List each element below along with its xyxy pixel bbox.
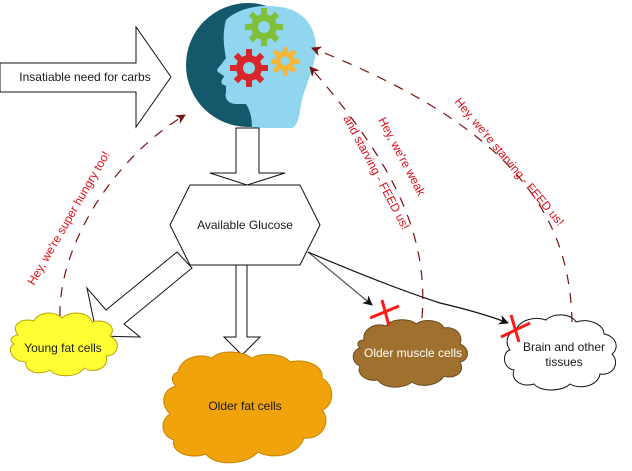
yellow-gear-icon	[271, 47, 300, 76]
brain-tissues-message: Hey, we're starving - FEED us!	[452, 95, 567, 229]
brain-tissues-label-line2: tissues	[545, 355, 582, 369]
glucose-to-muscle-connector[interactable]	[307, 251, 373, 306]
brain-feedback-arrow[interactable]	[311, 46, 573, 323]
young-fat-cells-node[interactable]: Young fat cells	[10, 312, 118, 377]
older-muscle-cells-node[interactable]: Older muscle cells	[352, 319, 468, 388]
glucose-to-older-fat-arrow[interactable]	[222, 264, 262, 356]
available-glucose-node[interactable]: Available Glucose	[169, 184, 321, 266]
muscle-feedback-arrow[interactable]	[309, 66, 424, 319]
glucose-to-brain-connector[interactable]	[307, 251, 509, 325]
young-fat-cells-label: Young fat cells	[24, 341, 102, 355]
blocked-cross-icon	[500, 314, 531, 343]
young-fat-message: Hey, we're super hungry too!	[24, 149, 112, 288]
older-fat-cells-label: Older fat cells	[208, 399, 281, 413]
older-fat-cells-node[interactable]: Older fat cells	[162, 351, 333, 464]
need-for-carbs-label: Insatiable need for carbs	[19, 70, 150, 84]
available-glucose-label: Available Glucose	[197, 218, 293, 232]
glucose-to-young-fat-arrow[interactable]	[86, 251, 193, 338]
brain-head-icon[interactable]	[186, 3, 316, 129]
blocked-cross-icon	[369, 299, 400, 327]
brain-tissues-label-line1: Brain and other	[523, 340, 605, 354]
young-fat-feedback-arrow[interactable]	[59, 114, 186, 317]
brain-tissues-node[interactable]: Brain and other tissues	[504, 314, 617, 391]
need-for-carbs-arrow[interactable]: Insatiable need for carbs	[0, 25, 172, 129]
head-to-glucose-arrow[interactable]	[209, 127, 286, 186]
older-muscle-cells-label: Older muscle cells	[364, 346, 462, 360]
muscle-message-line2: and starving - FEED us!	[340, 113, 412, 232]
red-gear-icon	[230, 49, 268, 87]
green-gear-icon	[245, 8, 283, 46]
